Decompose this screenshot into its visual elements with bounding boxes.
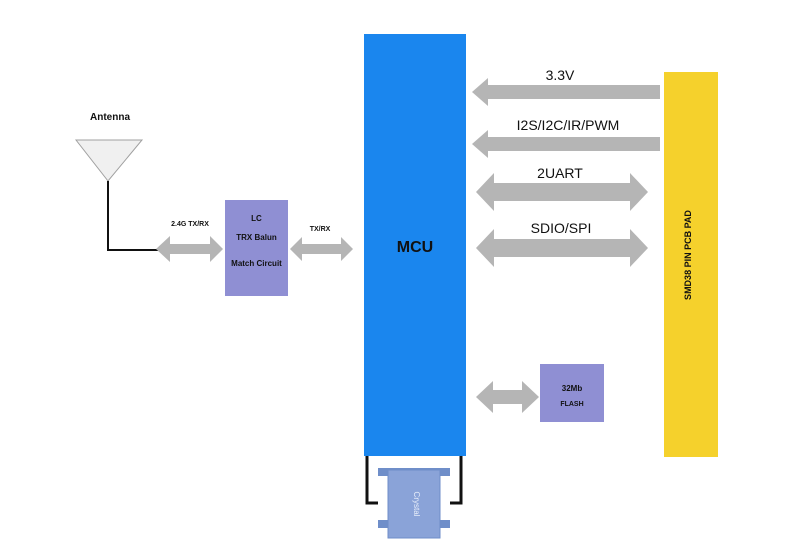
balun-block: LC TRX Balun Match Circuit <box>225 200 288 296</box>
flash-label-line1: 32Mb <box>562 384 583 393</box>
pcb-pad-label: SMD38 PIN PCB PAD <box>683 210 693 300</box>
interface-arrow-i2s <box>472 130 660 158</box>
mcu-link-label: TX/RX <box>310 226 331 233</box>
flash-link-arrow <box>476 381 539 413</box>
antenna-label: Antenna <box>90 112 130 123</box>
interface-arrow-sdio <box>476 229 648 267</box>
balun-label-line3: Match Circuit <box>231 259 282 268</box>
pcb-pad-block: SMD38 PIN PCB PAD <box>664 72 718 457</box>
antenna-icon <box>74 139 160 251</box>
rf-link-arrow <box>156 236 223 262</box>
flash-block: 32Mb FLASH <box>540 364 604 422</box>
interface-label-3v3: 3.3V <box>546 67 575 83</box>
mcu-link-arrow <box>290 237 353 261</box>
interface-label-i2s: I2S/I2C/IR/PWM <box>517 117 620 133</box>
interface-label-sdio: SDIO/SPI <box>531 220 592 236</box>
flash-label-line2: FLASH <box>560 401 583 408</box>
mcu-label: MCU <box>397 239 433 256</box>
interface-arrow-3v3 <box>472 78 660 106</box>
balun-label-line2: TRX Balun <box>236 233 277 242</box>
crystal-block: Crystal <box>365 456 463 539</box>
crystal-label: Crystal <box>412 492 421 517</box>
interface-label-uart: 2UART <box>537 165 583 181</box>
rf-link-label: 2.4G TX/RX <box>171 221 209 228</box>
balun-label-line1: LC <box>251 214 262 223</box>
mcu-block: MCU <box>364 34 466 456</box>
interface-arrow-uart <box>476 173 648 211</box>
